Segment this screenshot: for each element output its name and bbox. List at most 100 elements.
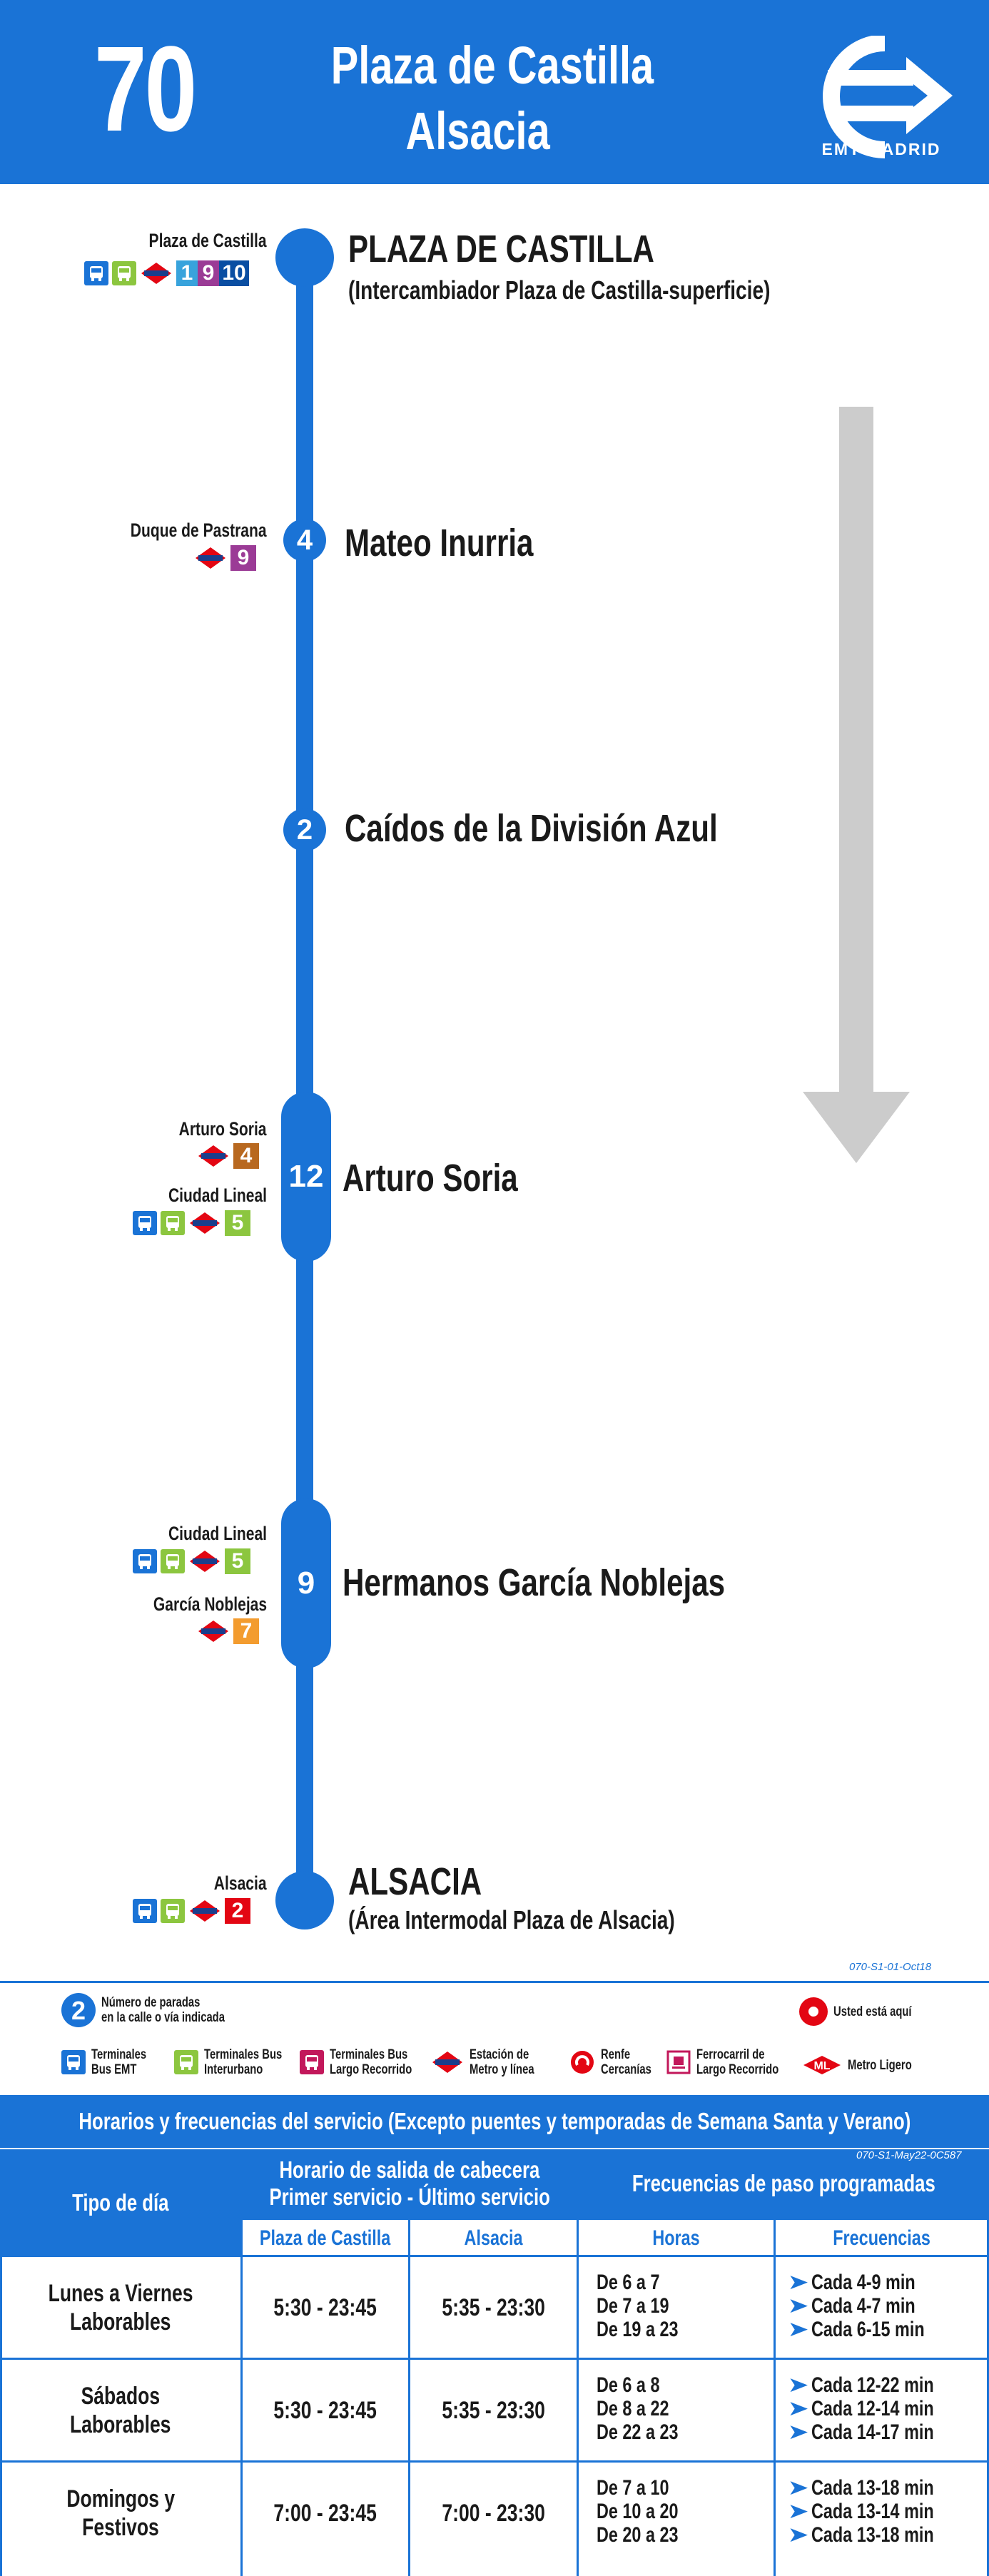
metro-line-badge: 9 (230, 545, 256, 571)
svg-text:ML: ML (813, 2060, 830, 2072)
emt-logo-icon (823, 36, 953, 158)
arrow-icon: ➤ (787, 2476, 809, 2500)
stop-count-badge: 9 (281, 1499, 331, 1668)
bus-icon (133, 1549, 157, 1573)
stop-count-badge: 2 (61, 1993, 96, 2027)
grid-line (240, 2149, 243, 2576)
row-hours: De 7 a 10 De 10 a 20 De 20 a 23 (597, 2476, 679, 2547)
you-are-here-icon (799, 1997, 828, 2026)
arrow-icon: ➤ (787, 2294, 809, 2318)
stop-count-badge: 4 (283, 519, 326, 562)
metro-icon (197, 1619, 230, 1643)
connection-label: Arturo Soria (179, 1118, 267, 1140)
metro-line-badge: 10 (219, 260, 249, 286)
interurban-bus-icon (174, 2050, 198, 2074)
schedule-title: Horarios y frecuencias del servicio (Exc… (0, 2095, 989, 2148)
bus-icon (84, 261, 108, 285)
row-alsacia-times: 5:35 - 23:30 (442, 2293, 546, 2321)
bus-icon (133, 1211, 157, 1235)
col-header-frequencies: Frecuencias de paso programadas (578, 2149, 989, 2218)
sub-header-alsacia: Alsacia (410, 2218, 578, 2256)
metro-icon (188, 1211, 221, 1235)
stop-name[interactable]: Mateo Inurria (345, 522, 534, 564)
sub-header-plaza: Plaza de Castilla (241, 2218, 410, 2256)
stop-count-badge: 12 (281, 1092, 331, 1262)
map-code: 070-S1-01-Oct18 (849, 1961, 932, 1973)
metro-icon (140, 261, 173, 285)
stop-subtitle: (Intercambiador Plaza de Castilla-superf… (348, 275, 771, 305)
metro-icon (197, 1144, 230, 1168)
connection-icons: 9 (194, 545, 256, 571)
metro-line-badge: 4 (233, 1143, 259, 1169)
stop-name[interactable]: Arturo Soria (343, 1157, 518, 1200)
grid-line (408, 2218, 410, 2576)
renfe-icon (571, 2051, 594, 2074)
row-frequencies: ➤Cada 12-22 min ➤Cada 12-14 min ➤Cada 14… (787, 2373, 934, 2444)
schedule-table: Tipo de día Horario de salida de cabecer… (0, 2149, 989, 2576)
connection-icons: 7 (197, 1618, 259, 1644)
long-distance-bus-icon (300, 2050, 324, 2074)
connection-label: Alsacia (214, 1872, 267, 1894)
row-plaza-times: 7:00 - 23:45 (273, 2499, 377, 2527)
row-plaza-times: 5:30 - 23:45 (273, 2396, 377, 2424)
interurban-bus-icon (112, 261, 136, 285)
connection-icons: 4 (197, 1143, 259, 1169)
row-hours: De 6 a 7 De 7 a 19 De 19 a 23 (597, 2271, 679, 2341)
arrow-icon: ➤ (787, 2523, 809, 2547)
stop-name[interactable]: Caídos de la División Azul (345, 807, 718, 850)
row-frequencies: ➤Cada 13-18 min ➤Cada 13-14 min ➤Cada 13… (787, 2476, 934, 2547)
metro-lines-badge: 1 9 10 (176, 260, 249, 286)
row-alsacia-times: 7:00 - 23:30 (442, 2499, 546, 2527)
row-frequencies: ➤Cada 4-9 min ➤Cada 4-7 min ➤Cada 6-15 m… (787, 2271, 925, 2341)
interurban-bus-icon (161, 1899, 185, 1923)
interurban-bus-icon (161, 1549, 185, 1573)
stop-name[interactable]: ALSACIA (348, 1860, 482, 1903)
metro-line-badge: 5 (225, 1210, 250, 1236)
row-plaza-times: 5:30 - 23:45 (273, 2293, 377, 2321)
metro-line-badge: 2 (225, 1898, 250, 1924)
grid-line (0, 2358, 989, 2360)
metro-ligero-icon: ML (803, 2056, 841, 2074)
brand-text: EMT MADRID (821, 140, 941, 158)
arrow-icon: ➤ (787, 2271, 809, 2294)
arrow-icon: ➤ (787, 2500, 809, 2523)
terminal-stop-marker (275, 1871, 334, 1930)
metro-icon (188, 1549, 221, 1573)
grid-line (0, 2460, 989, 2463)
connection-icons: 5 (133, 1210, 250, 1236)
terminal-stop-marker (275, 228, 334, 287)
connection-label: Ciudad Lineal (168, 1523, 267, 1544)
metro-icon (431, 2050, 464, 2074)
stop-subtitle: (Área Intermodal Plaza de Alsacia) (348, 1905, 675, 1934)
arrow-icon: ➤ (787, 2397, 809, 2420)
stop-name[interactable]: PLAZA DE CASTILLA (348, 228, 654, 270)
long-distance-train-icon (666, 2050, 691, 2074)
legend-item: ML Metro Ligero (802, 2054, 930, 2076)
arrow-icon: ➤ (787, 2373, 809, 2397)
interurban-bus-icon (161, 1211, 185, 1235)
metro-line-badge: 1 (176, 260, 198, 286)
connection-label: García Noblejas (153, 1593, 267, 1615)
connection-label: Ciudad Lineal (168, 1185, 267, 1206)
connection-label: Duque de Pastrana (131, 519, 267, 541)
destination-1: Plaza de Castilla (330, 36, 654, 95)
stop-count-badge: 2 (283, 808, 326, 851)
arrow-icon: ➤ (787, 2318, 809, 2341)
col-header-spacer (0, 2218, 241, 2256)
grid-line (0, 2218, 2, 2576)
arrow-icon: ➤ (787, 2420, 809, 2444)
sub-header-hours: Horas (578, 2218, 775, 2256)
destination-2: Alsacia (405, 101, 551, 161)
stop-name[interactable]: Hermanos García Noblejas (343, 1561, 726, 1604)
row-alsacia-times: 5:35 - 23:30 (442, 2396, 546, 2424)
grid-line (774, 2218, 776, 2576)
